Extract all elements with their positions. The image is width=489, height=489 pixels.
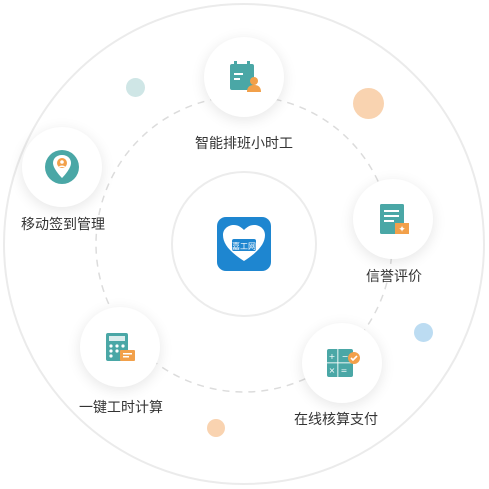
logo-text: 嘉工网	[232, 241, 256, 251]
center-circle: 嘉工网	[171, 171, 317, 317]
calculator-clock-icon	[106, 333, 135, 361]
feature-checkin-label: 移动签到管理	[21, 217, 105, 233]
heart-calendar-logo-icon: 嘉工网	[223, 225, 265, 261]
svg-text:+: +	[329, 352, 336, 361]
decor-dot-orange-small	[207, 419, 225, 437]
feature-payment-label: 在线核算支付	[294, 412, 378, 428]
feature-credit-label: 信誉评价	[366, 269, 422, 285]
svg-text:=: =	[341, 366, 348, 375]
feature-checkin-node[interactable]	[22, 127, 102, 207]
svg-text:−: −	[342, 352, 349, 361]
feature-credit-node[interactable]: ✦	[353, 179, 433, 259]
decor-dot-orange-large	[353, 88, 384, 119]
feature-hours-label: 一键工时计算	[79, 400, 163, 416]
location-pin-icon	[45, 150, 79, 184]
decor-dot-blue	[414, 323, 433, 342]
decor-dot-teal	[126, 78, 145, 97]
app-logo: 嘉工网	[217, 217, 271, 271]
svg-text:✦: ✦	[398, 225, 406, 235]
feature-scheduling-node[interactable]	[204, 37, 284, 117]
feature-hours-node[interactable]	[80, 307, 160, 387]
outer-ring	[3, 3, 485, 485]
calculator-check-icon: + − × =	[327, 349, 360, 377]
document-stars-icon: ✦	[380, 204, 409, 235]
feature-scheduling-label: 智能排班小时工	[195, 136, 293, 152]
svg-text:×: ×	[329, 366, 336, 375]
calendar-person-icon	[230, 61, 261, 92]
feature-payment-node[interactable]: + − × =	[302, 323, 382, 403]
